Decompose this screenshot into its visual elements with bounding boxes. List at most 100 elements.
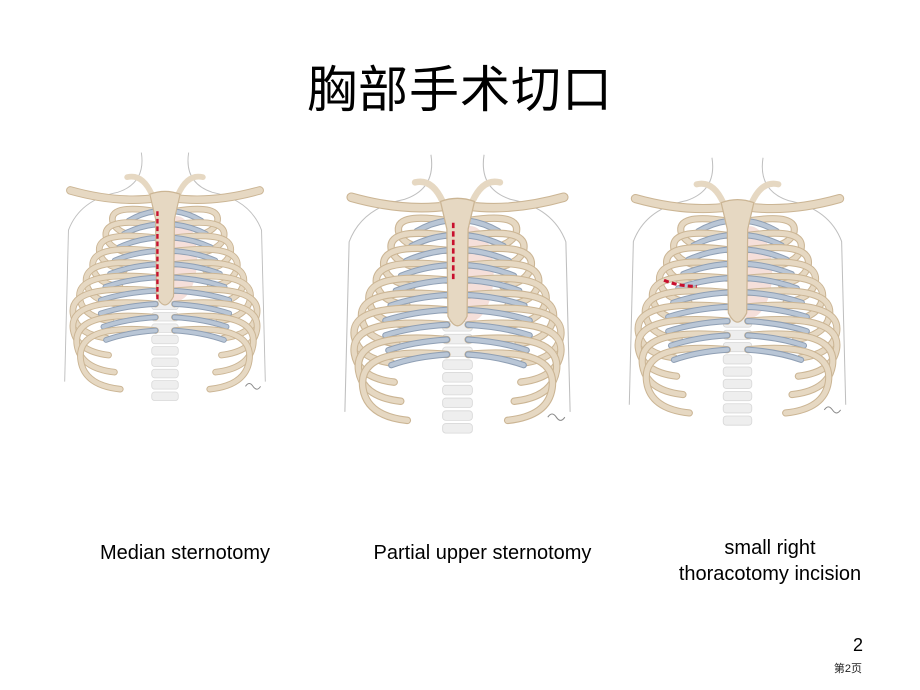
rib-bone xyxy=(359,350,450,424)
vertebra xyxy=(442,384,473,396)
vertebra xyxy=(151,368,179,379)
vertebra xyxy=(722,354,753,365)
clavicle xyxy=(169,187,263,204)
ribcage-thoracotomy-svg xyxy=(628,157,847,426)
caption-line: thoracotomy incision xyxy=(678,563,862,585)
vertebra xyxy=(442,410,473,421)
vertebra xyxy=(151,391,179,401)
rib-bone xyxy=(78,326,158,392)
ribcage-drawing xyxy=(344,154,571,434)
costal-cartilage xyxy=(393,278,449,293)
costal-cartilage xyxy=(172,302,232,316)
costal-cartilage xyxy=(686,247,730,262)
costal-cartilage xyxy=(108,262,158,276)
costal-cartilage xyxy=(745,247,789,262)
rib-bone xyxy=(172,313,256,375)
rib-bone xyxy=(74,313,158,375)
costal-cartilage xyxy=(98,288,158,303)
vertebra xyxy=(442,423,473,434)
vertebra xyxy=(442,359,473,370)
clavicle xyxy=(67,187,161,204)
costal-cartilage xyxy=(671,290,730,305)
costal-cartilage xyxy=(112,249,158,263)
costal-cartilage xyxy=(172,262,222,276)
ribcage-median-svg xyxy=(64,152,266,401)
costal-cartilage xyxy=(745,276,799,291)
ribcage-illustration-median-sternotomy xyxy=(50,145,280,410)
vertebra xyxy=(151,346,179,356)
vertebra xyxy=(722,391,753,402)
costal-cartilage xyxy=(745,347,804,362)
costal-cartilage xyxy=(669,333,730,348)
costal-cartilage xyxy=(466,352,526,368)
caption-line: Median sternotomy xyxy=(99,542,271,564)
costal-cartilage xyxy=(101,315,158,329)
clavicle xyxy=(631,195,733,213)
first-rib xyxy=(748,180,782,206)
rib-bone xyxy=(351,320,450,385)
body-outline xyxy=(344,154,571,412)
costal-cartilage xyxy=(745,333,806,348)
rib-bone xyxy=(465,335,560,404)
costal-cartilage xyxy=(681,261,730,277)
clavicle xyxy=(347,193,453,212)
clavicle xyxy=(742,195,844,213)
costal-cartilage xyxy=(172,288,232,303)
costal-cartilage xyxy=(745,319,809,334)
vertebra xyxy=(722,378,753,389)
costal-cartilage xyxy=(671,347,730,362)
sternum xyxy=(720,198,755,323)
rib-bone xyxy=(465,350,556,424)
vertebra xyxy=(442,372,473,383)
costal-cartilage xyxy=(98,302,158,316)
vertebra xyxy=(722,415,753,426)
rib-bone xyxy=(172,300,260,358)
costal-cartilage xyxy=(466,337,529,353)
vertebra xyxy=(151,380,179,390)
page-number: 2 xyxy=(852,635,863,655)
ribcage-illustration-small-right-thoracotomy xyxy=(615,145,860,440)
costal-cartilage xyxy=(103,275,158,289)
first-rib xyxy=(693,180,727,206)
caption-line: small right xyxy=(724,537,816,559)
costal-cartilage xyxy=(172,328,226,342)
artist-signature xyxy=(245,383,261,390)
costal-cartilage xyxy=(383,307,449,323)
costal-cartilage xyxy=(398,263,449,278)
ribcage-illustration-partial-upper-sternotomy xyxy=(330,145,585,445)
rib-bone xyxy=(351,305,450,366)
ribcage-drawing xyxy=(628,157,847,426)
costal-cartilage xyxy=(466,292,527,308)
caption-line: Partial upper sternotomy xyxy=(373,542,592,564)
vertebra xyxy=(722,403,753,414)
caption-small-right-thoracotomy: small right thoracotomy incision xyxy=(650,535,890,587)
costal-cartilage xyxy=(389,352,449,368)
first-rib xyxy=(175,173,206,198)
rib-bone xyxy=(465,320,564,385)
vertebra xyxy=(151,357,179,367)
costal-cartilage xyxy=(676,276,730,291)
body-outline xyxy=(64,152,266,382)
ribcage-partial-svg xyxy=(344,154,571,434)
costal-cartilage xyxy=(466,278,522,293)
costal-cartilage xyxy=(745,304,809,320)
rib-bone xyxy=(635,302,730,361)
costal-cartilage xyxy=(745,261,794,277)
rib-bone xyxy=(745,345,832,416)
page-label: 第2页 xyxy=(833,663,862,675)
costal-cartilage xyxy=(466,322,532,338)
rib-bone xyxy=(465,305,564,366)
vertebra xyxy=(151,334,179,345)
costal-cartilage xyxy=(666,319,730,334)
first-rib xyxy=(124,173,155,198)
rib-bone xyxy=(355,335,450,404)
clavicle xyxy=(462,193,568,212)
sternum xyxy=(439,197,476,327)
rib-bone xyxy=(635,317,730,379)
ribcage-drawing xyxy=(64,152,266,401)
rib-bone xyxy=(172,286,260,341)
costal-cartilage xyxy=(388,292,449,308)
first-rib xyxy=(411,178,446,205)
costal-cartilage xyxy=(404,248,449,264)
